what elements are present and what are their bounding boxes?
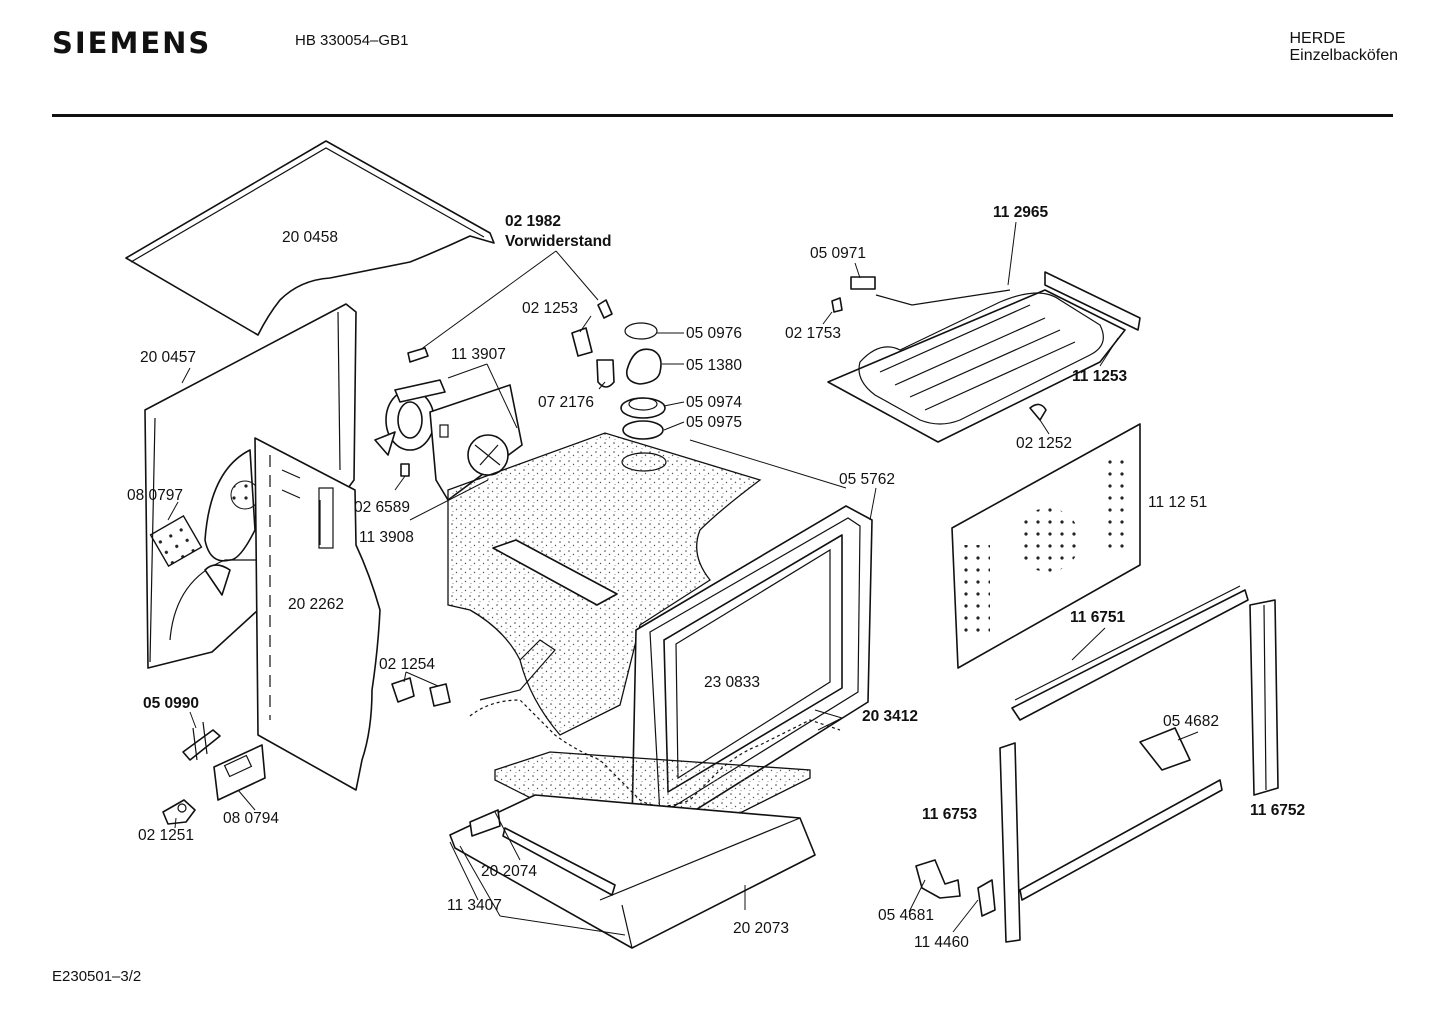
label-114460: 11 4460 <box>914 934 969 951</box>
label-054682: 05 4682 <box>1163 713 1219 730</box>
label-202262: 20 2262 <box>288 596 344 613</box>
model-number: HB 330054–GB1 <box>295 32 409 49</box>
label-111251: 11 12 51 <box>1148 494 1207 511</box>
label-080794: 08 0794 <box>223 810 279 827</box>
label-116751: 11 6751 <box>1070 609 1126 626</box>
label-021982: 02 1982 <box>505 213 561 230</box>
label-200457: 20 0457 <box>140 349 196 366</box>
brand-logo: SIEMENS <box>52 26 212 60</box>
label-021253: 02 1253 <box>522 300 578 317</box>
label-021251: 02 1251 <box>138 827 194 844</box>
part-labels: 20 0458 02 1982 Vorwiderstand 02 1253 05… <box>127 204 1305 951</box>
category-line-1: HERDE <box>1289 30 1346 47</box>
label-116752: 11 6752 <box>1250 802 1305 819</box>
side-panel-part <box>144 303 357 669</box>
top-cover-part <box>125 140 495 336</box>
label-113407: 11 3407 <box>447 897 502 914</box>
hinge-parts-group <box>915 859 996 917</box>
label-072176: 07 2176 <box>538 394 594 411</box>
back-panel-part <box>951 423 1141 669</box>
label-080797: 08 0797 <box>127 487 183 504</box>
oven-cavity-part <box>447 432 762 736</box>
left-post-part <box>999 727 1223 943</box>
label-112965: 11 2965 <box>993 204 1049 221</box>
bottom-tray-part <box>449 794 816 949</box>
upper-rail-part <box>1011 585 1249 721</box>
label-vorwiderstand: Vorwiderstand <box>505 233 612 250</box>
top-heater-part <box>827 271 1141 443</box>
label-200458: 20 0458 <box>282 229 338 246</box>
label-113907: 11 3907 <box>451 346 506 363</box>
label-021753: 02 1753 <box>785 325 841 342</box>
label-026589: 02 6589 <box>354 499 410 516</box>
label-113908: 11 3908 <box>359 529 414 546</box>
label-021254: 02 1254 <box>379 656 435 673</box>
label-111253: 11 1253 <box>1072 368 1128 385</box>
inner-wall-part <box>254 437 381 791</box>
label-050971: 05 0971 <box>810 245 866 262</box>
label-050990: 05 0990 <box>143 695 199 712</box>
drawing-code: E230501–3/2 <box>52 968 142 985</box>
fan-motor-part <box>374 379 523 501</box>
right-post-part <box>1249 599 1279 796</box>
label-202073: 20 2073 <box>733 920 789 937</box>
label-116753: 11 6753 <box>922 806 978 823</box>
terminal-connector-part <box>391 677 451 707</box>
category-line-2: Einzelbacköfen <box>1289 47 1398 64</box>
label-050975: 05 0975 <box>686 414 742 431</box>
category: HERDE Einzelbacköfen <box>1289 30 1398 64</box>
leader-lines <box>167 221 1199 936</box>
label-055762: 05 5762 <box>839 471 895 488</box>
label-050974: 05 0974 <box>686 394 742 411</box>
small-parts-group <box>162 721 266 825</box>
label-054681: 05 4681 <box>878 907 934 924</box>
header-rule <box>52 114 1393 117</box>
label-203412: 20 3412 <box>862 708 918 725</box>
label-202074: 20 2074 <box>481 863 537 880</box>
label-051380: 05 1380 <box>686 357 742 374</box>
label-050976: 05 0976 <box>686 325 742 342</box>
label-021252: 02 1252 <box>1016 435 1072 452</box>
label-230833: 23 0833 <box>704 674 760 691</box>
